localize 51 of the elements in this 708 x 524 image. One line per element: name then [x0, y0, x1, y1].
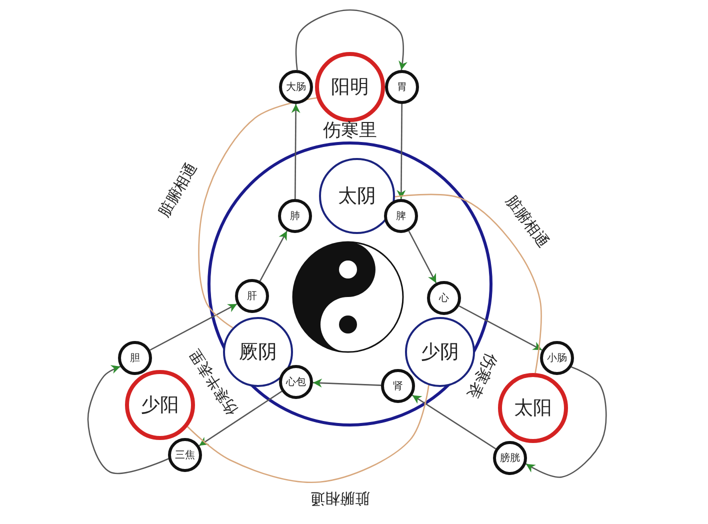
organ-circle — [235, 279, 269, 313]
organ-circle — [279, 365, 313, 399]
arrow — [295, 9, 408, 70]
arrow — [412, 394, 496, 450]
organ-name: 肺 — [290, 210, 300, 223]
arrow — [396, 104, 406, 199]
edge-label: 脏腑相通 — [310, 490, 370, 506]
region-label: 伤寒半表里 — [187, 346, 241, 418]
arrow — [291, 104, 300, 199]
organ-circle — [493, 441, 527, 475]
connector-line — [198, 97, 317, 328]
channel-name: 少阳 — [141, 393, 179, 418]
organ-name: 膀胱 — [500, 452, 520, 465]
organ-circle — [384, 199, 418, 233]
edge-label: 脏腑相通 — [502, 194, 552, 250]
organ-circle — [118, 341, 152, 375]
organ-name: 小肠 — [547, 352, 567, 365]
organ-circle — [540, 341, 574, 375]
organ-name: 胆 — [130, 352, 140, 365]
organ-name: 肝 — [247, 290, 257, 303]
channel-name: 太阴 — [338, 184, 376, 209]
arrow — [312, 378, 382, 388]
organ-name: 心包 — [286, 376, 306, 389]
arrow — [87, 365, 169, 474]
organ-name: 心 — [439, 292, 449, 305]
arrow — [526, 366, 607, 478]
organ-name: 三焦 — [175, 449, 195, 462]
organ-circle — [427, 281, 461, 315]
organ-circle — [381, 369, 415, 403]
organ-name: 肾 — [393, 380, 403, 393]
organ-circle — [385, 70, 419, 104]
edge-label: 脏腑相通 — [156, 160, 200, 220]
region-label: 伤寒里 — [323, 122, 377, 140]
arrow — [198, 390, 282, 446]
connector-line — [394, 194, 542, 374]
channel-name: 少阴 — [421, 340, 459, 365]
channel-circle — [125, 370, 195, 440]
channel-name: 阳明 — [331, 75, 369, 100]
organ-name: 大肠 — [286, 80, 306, 94]
arrow — [458, 305, 542, 351]
organ-name: 脾 — [396, 210, 406, 223]
channel-name: 厥阴 — [239, 340, 277, 365]
organ-name: 胃 — [397, 81, 407, 94]
region-label: 伤寒表 — [464, 350, 500, 402]
channel-name: 太阳 — [514, 396, 552, 421]
organ-circle — [168, 438, 202, 472]
arrow — [259, 230, 288, 282]
organ-circle — [278, 199, 312, 233]
arrow — [408, 230, 437, 284]
organ-circle — [279, 70, 313, 104]
arrow — [150, 303, 238, 351]
